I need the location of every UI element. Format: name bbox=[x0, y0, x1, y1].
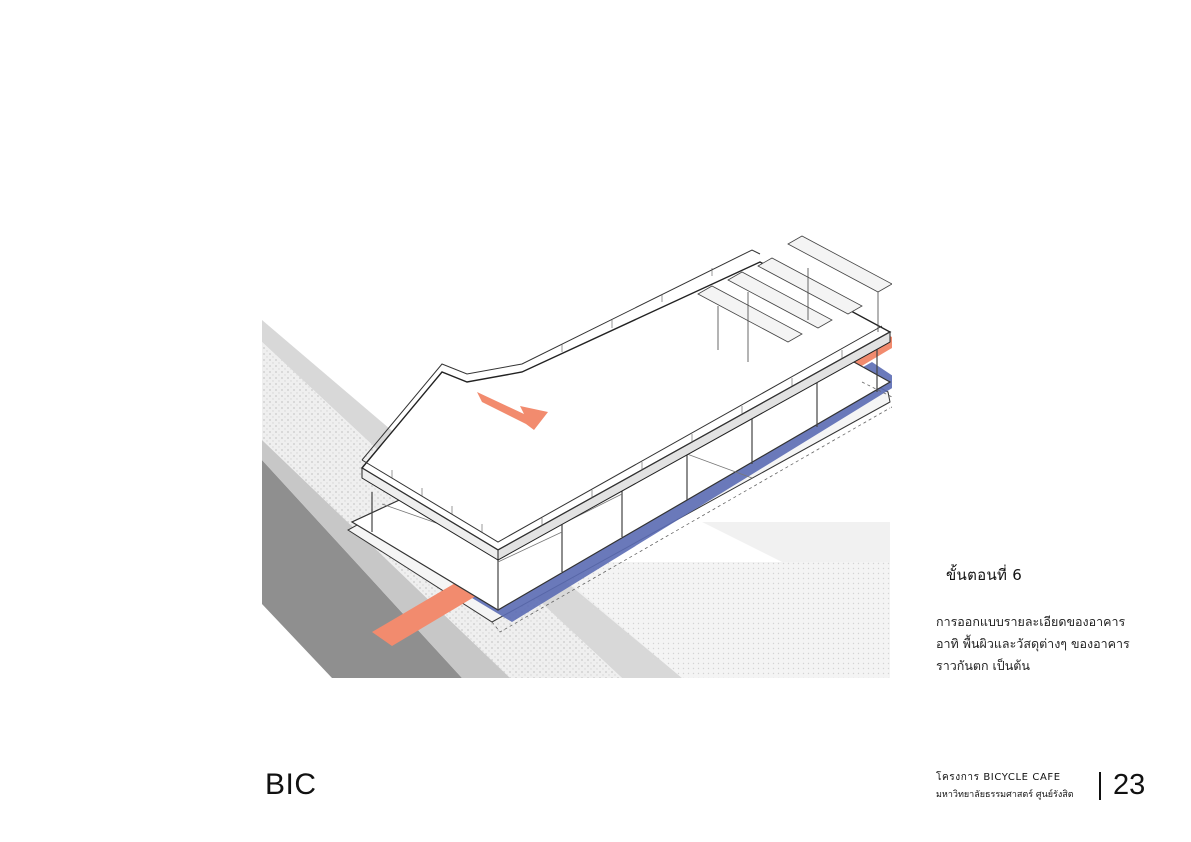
step-description: การออกแบบรายละเอียดของอาคาร อาทิ พื้นผิว… bbox=[936, 611, 1168, 677]
step-description-line: การออกแบบรายละเอียดของอาคาร bbox=[936, 614, 1126, 629]
brand-logo: BIC bbox=[265, 768, 317, 801]
site-outline-dashed bbox=[861, 381, 892, 409]
isometric-building-illustration bbox=[262, 235, 892, 678]
footer-project-info: โครงการ BICYCLE CAFE มหาวิทยาลัยธรรมศาสต… bbox=[936, 770, 1104, 801]
pavement-right-edge bbox=[702, 522, 890, 562]
flow-arrow-icon bbox=[477, 392, 548, 430]
solar-panels bbox=[697, 235, 892, 362]
step-title: ขั้นตอนที่ 6 bbox=[946, 566, 1023, 584]
footer-divider bbox=[1099, 772, 1101, 800]
step-description-line: อาทิ พื้นผิวและวัสดุต่างๆ ของอาคาร bbox=[936, 636, 1130, 651]
road-edge bbox=[262, 440, 510, 678]
university-name: มหาวิทยาลัยธรรมศาสตร์ ศูนย์รังสิต bbox=[936, 790, 1074, 800]
step-description-line: ราวกันตก เป็นต้น bbox=[936, 658, 1030, 673]
page-number: 23 bbox=[1113, 769, 1146, 801]
pavement-right bbox=[542, 562, 890, 678]
project-name: โครงการ BICYCLE CAFE bbox=[936, 772, 1061, 783]
